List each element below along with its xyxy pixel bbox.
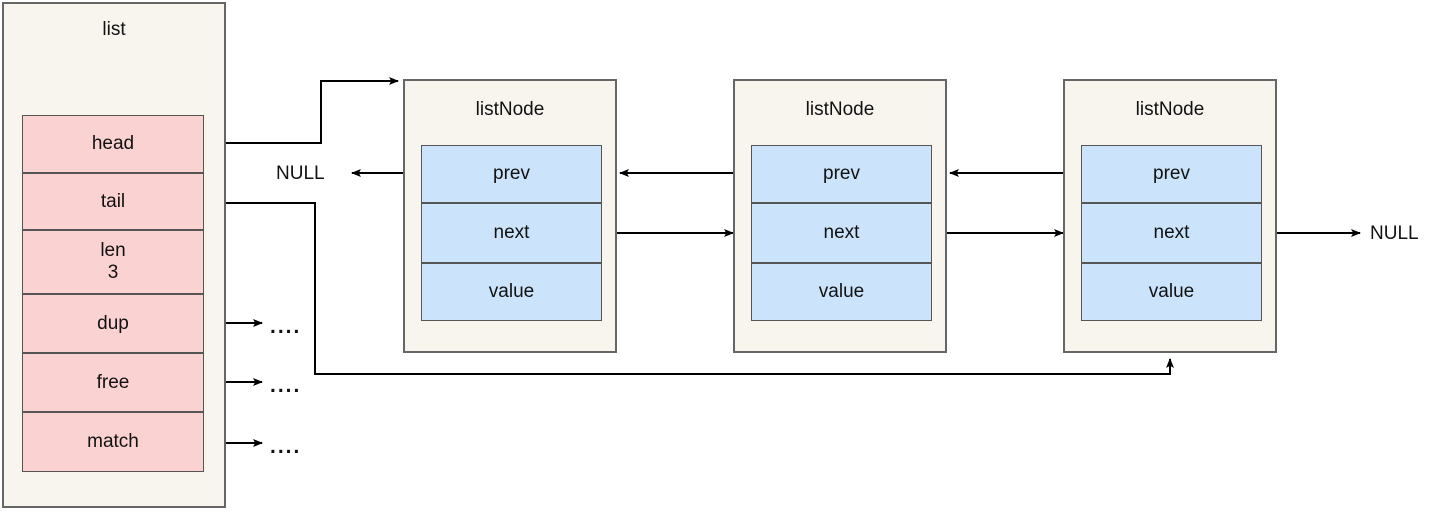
listnode-3-field-value[interactable]: value — [1081, 263, 1262, 321]
list-field-len-label: len — [100, 240, 126, 262]
list-field-len[interactable]: len 3 — [22, 230, 204, 294]
listnode-3-field-next[interactable]: next — [1081, 203, 1262, 263]
listnode-1-field-value[interactable]: value — [421, 263, 602, 321]
listnode-2-next-label: next — [823, 222, 860, 243]
listnode-1-prev-label: prev — [493, 163, 530, 184]
listnode-1-next-label: next — [493, 222, 530, 243]
list-field-match-label: match — [87, 431, 139, 452]
listnode-1-field-prev[interactable]: prev — [421, 145, 602, 203]
list-field-tail-label: tail — [100, 190, 126, 212]
listnode-2-title: listNode — [805, 99, 875, 120]
listnode-1-title: listNode — [475, 99, 545, 120]
list-field-head-label: head — [91, 133, 135, 154]
listnode-3-field-prev[interactable]: prev — [1081, 145, 1262, 203]
arrow-head-to-node1 — [204, 77, 399, 144]
free-target-dots: .... — [270, 374, 302, 397]
list-struct-title: list — [102, 19, 126, 40]
listnode-1-field-next[interactable]: next — [421, 203, 602, 263]
list-field-match[interactable]: match — [22, 412, 204, 472]
arrow-tail-to-node3 — [204, 202, 1174, 375]
list-field-free-label: free — [96, 371, 130, 393]
listnode-3-next-label: next — [1153, 222, 1190, 243]
listnode-1-value-label: value — [488, 281, 535, 302]
listnode-2-field-value[interactable]: value — [751, 263, 932, 321]
dup-target-dots: .... — [270, 315, 302, 338]
listnode-2-field-next[interactable]: next — [751, 203, 932, 263]
listnode-3-prev-label: prev — [1153, 163, 1190, 184]
list-field-free[interactable]: free — [22, 353, 204, 412]
listnode-3-title: listNode — [1135, 99, 1205, 120]
listnode-2-field-prev[interactable]: prev — [751, 145, 932, 203]
listnode-3-value-label: value — [1148, 281, 1195, 302]
match-target-dots: .... — [270, 435, 302, 458]
null-label-left: NULL — [276, 163, 325, 184]
listnode-2-prev-label: prev — [823, 163, 860, 184]
list-field-dup[interactable]: dup — [22, 294, 204, 353]
list-field-tail[interactable]: tail — [22, 173, 204, 230]
list-field-len-value: 3 — [107, 262, 119, 284]
list-field-head[interactable]: head — [22, 115, 204, 173]
listnode-2-value-label: value — [818, 281, 865, 302]
null-label-right: NULL — [1370, 223, 1419, 244]
list-field-dup-label: dup — [97, 312, 129, 334]
